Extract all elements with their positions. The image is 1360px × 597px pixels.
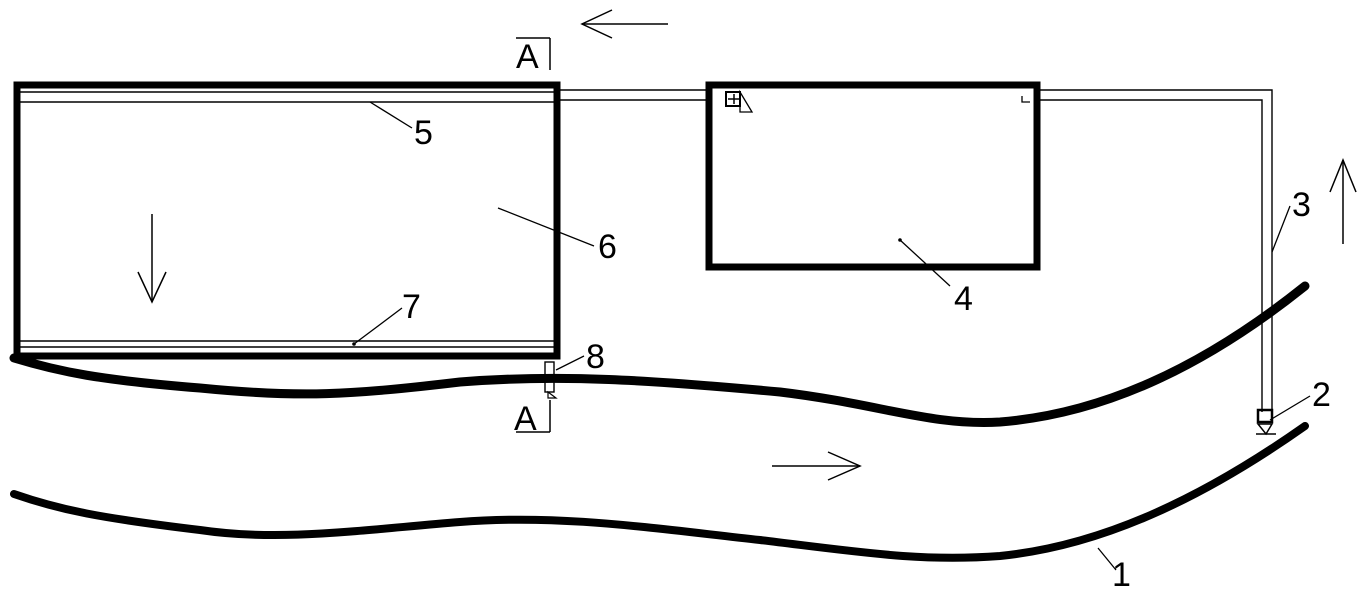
basin [13, 81, 561, 360]
label-pump: 2 [1312, 376, 1331, 414]
leader-3 [1271, 205, 1291, 253]
tank-outlet-fitting [1021, 96, 1030, 103]
pump [1256, 408, 1276, 436]
leader-dot-7 [352, 342, 356, 346]
tank [705, 81, 1041, 271]
leader-dot-4 [898, 238, 902, 242]
section-label-bottom: A [514, 400, 537, 438]
leader-8 [555, 355, 585, 371]
outlet [544, 361, 558, 399]
leader-lines [353, 101, 1311, 571]
label-top-channel: 5 [414, 114, 433, 152]
label-basin: 6 [598, 228, 617, 266]
flow-arrow-down-icon [137, 214, 167, 304]
leader-1 [1097, 547, 1117, 571]
inlet-pipe-outer [1040, 89, 1273, 412]
label-river: 1 [1112, 556, 1131, 592]
river-upper-bank [9, 281, 1310, 427]
river-lower-bank [10, 422, 1309, 562]
label-inlet-pipe: 3 [1292, 186, 1311, 224]
section-label-top: A [516, 38, 539, 76]
section-mark-bottom [516, 400, 551, 433]
flow-arrow-left-icon [580, 9, 668, 39]
label-bottom-channel: 7 [402, 288, 421, 326]
flow-arrow-up-icon [1329, 158, 1357, 244]
leader-2 [1269, 395, 1311, 421]
label-tank: 4 [954, 280, 973, 318]
leader-6 [497, 207, 595, 247]
tank-valve [725, 89, 754, 113]
flow-arrow-right-icon [772, 451, 862, 481]
label-outlet: 8 [586, 338, 605, 376]
leader-7 [353, 307, 403, 345]
leader-4 [899, 239, 951, 287]
leader-5 [369, 101, 413, 129]
inlet-pipe-inner [1040, 99, 1263, 412]
section-mark-top [516, 37, 551, 70]
